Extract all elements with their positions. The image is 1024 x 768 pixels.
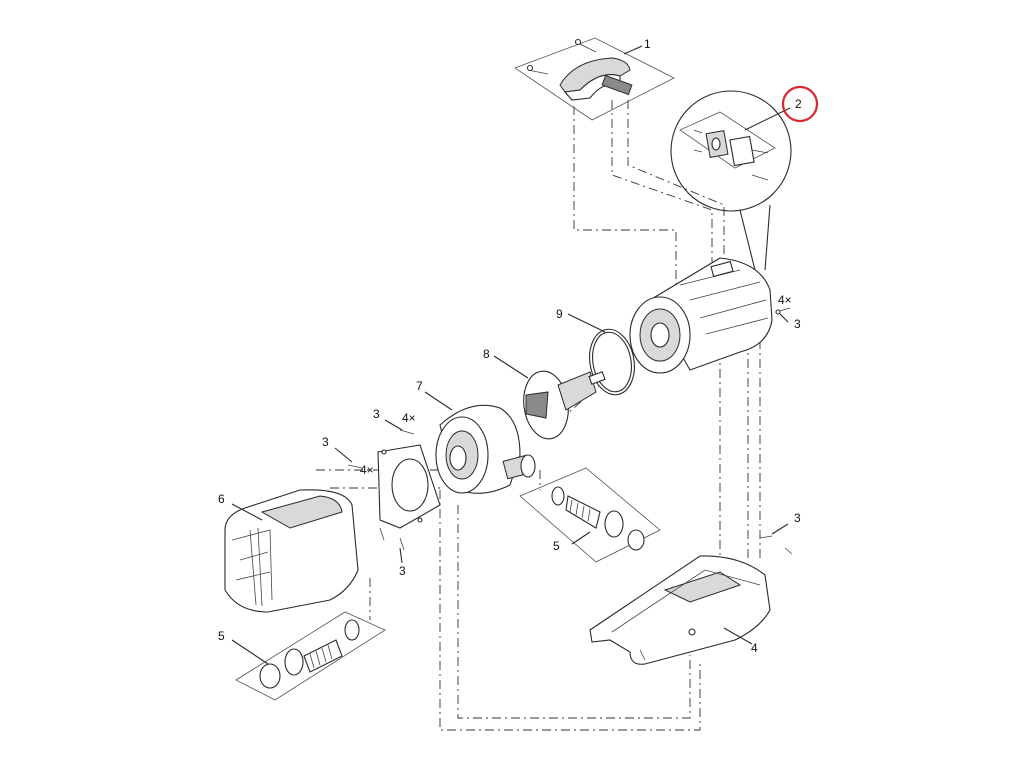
label-part-6: 6 [218,492,225,506]
part-2-detail-bubble [670,90,792,277]
part-5-hose-connector-set-lower [231,611,386,701]
label-part-1: 1 [644,37,651,51]
label-part-4x-top: 4× [778,293,792,307]
part-6-filter-cover [224,489,359,613]
part-4-base [589,555,771,665]
part-1-handle [514,37,675,121]
label-part-3-left: 3 [322,435,329,449]
motor-housing [629,257,791,374]
label-part-5-lower: 5 [218,629,225,643]
label-part-4x-mid: 4× [402,411,416,425]
label-part-3-right: 3 [794,511,801,525]
label-part-8: 8 [483,347,490,361]
label-part-4: 4 [751,641,758,655]
label-part-2: 2 [795,97,802,111]
label-part-9: 9 [556,307,563,321]
part-labels: 1 2 4× 3 9 8 7 3 4× 3 4× 6 3 5 3 4 5 [218,37,802,655]
part-5-hose-connector-set-upper [519,467,661,563]
label-part-3-mid: 3 [373,407,380,421]
label-part-5-upper: 5 [553,539,560,553]
part-7-pump-housing [424,391,536,494]
label-part-4x-left: 4× [360,463,374,477]
part-8-rotor [493,355,606,440]
label-part-7: 7 [416,379,423,393]
label-part-3-bottom: 3 [399,564,406,578]
screws [334,313,793,564]
highlight-circle [781,85,819,123]
gasket-plate [377,444,441,529]
label-part-3-top: 3 [794,317,801,331]
